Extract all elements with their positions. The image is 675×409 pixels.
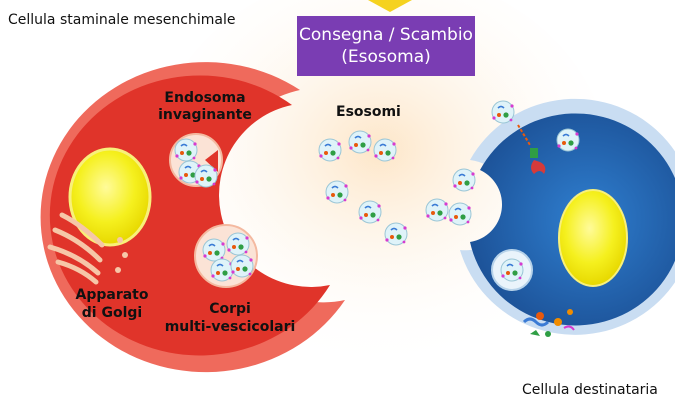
golgi-icon — [47, 212, 128, 285]
cargo-molecules — [522, 309, 575, 337]
golgi-label: Apparato di Golgi — [62, 286, 162, 322]
endosome-label-line-2: invaginante — [158, 107, 252, 123]
receptor-icon — [491, 100, 546, 174]
target-nucleus — [558, 189, 628, 287]
multivesicular-body — [194, 224, 258, 288]
mvb-label-line-1: Corpi — [209, 301, 251, 317]
title-line-1: Consegna / Scambio — [299, 25, 473, 45]
source-cell-label: Cellula staminale mesenchimale — [8, 12, 236, 28]
endosome-label-line-1: Endosoma — [164, 90, 246, 106]
mvb-label-line-2: multi-vescicolari — [164, 319, 296, 335]
invaginating-endosome — [169, 133, 223, 188]
title-line-2: (Esosoma) — [341, 47, 431, 67]
source-nucleus — [68, 147, 152, 247]
target-cell-label: Cellula destinataria — [522, 382, 658, 398]
golgi-label-line-2: di Golgi — [81, 305, 143, 321]
title-arrow — [368, 0, 412, 12]
title-box: Consegna / Scambio (Esosoma) — [297, 16, 475, 76]
mvb-label: Corpi multi-vescicolari — [160, 300, 300, 336]
golgi-label-line-1: Apparato — [75, 287, 149, 303]
exosomes-label: Esosomi — [336, 104, 401, 120]
endosome-label: Endosoma invaginante — [150, 90, 260, 124]
source-cell-inner — [49, 75, 331, 356]
